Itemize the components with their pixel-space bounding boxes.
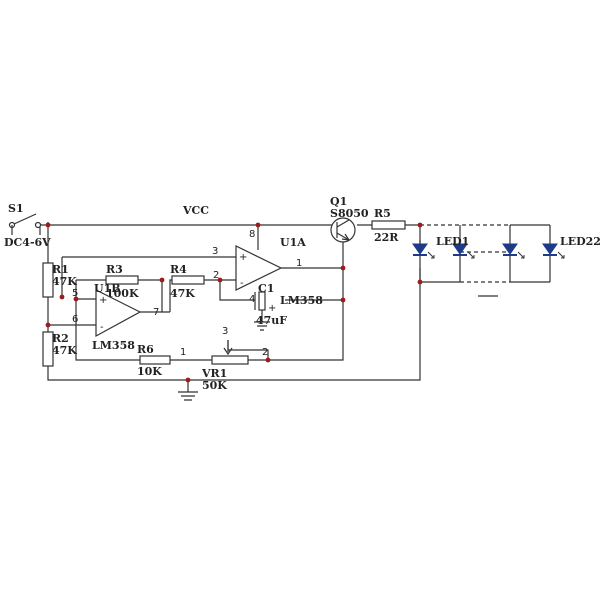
- r2-ref: R2: [52, 332, 69, 345]
- opamp-u1b: + - 5 6 7 U1B LM358: [72, 282, 159, 352]
- resistor-r3: R3 100K: [105, 263, 139, 300]
- u1a-minus-sign: -: [240, 278, 244, 289]
- u1a-pin-out: 1: [296, 258, 302, 269]
- r2-value: 47K: [52, 344, 77, 357]
- resistor-r2: R2 47K: [42, 331, 77, 367]
- u1b-part: LM358: [92, 339, 135, 352]
- s1-label: S1: [8, 202, 24, 215]
- r5-value: 22R: [374, 231, 399, 244]
- opamp-u1a: + - 3 2 1 8 4 U1A LM358: [212, 229, 323, 307]
- vcc-label: VCC: [182, 204, 209, 217]
- transistor-q1: Q1 S8050: [330, 195, 369, 243]
- led1-ref: LED1: [436, 235, 469, 248]
- junction-dots: [45, 222, 423, 383]
- u1b-pin-plus: 5: [72, 288, 78, 299]
- r3-ref: R3: [106, 263, 123, 276]
- u1a-pin-plus: 3: [212, 246, 218, 257]
- r1-value: 47K: [52, 275, 77, 288]
- r4-value: 47K: [170, 287, 195, 300]
- u1a-pin-gnd: 4: [249, 294, 255, 305]
- vr1-pin-right: 2: [262, 347, 268, 358]
- u1a-pin-vcc: 8: [249, 229, 255, 240]
- u1b-ref: U1B: [94, 282, 121, 295]
- switch-s1: S1 DC4-6V: [4, 202, 51, 249]
- r4-ref: R4: [170, 263, 187, 276]
- u1a-part: LM358: [280, 294, 323, 307]
- r5-ref: R5: [374, 207, 391, 220]
- wires: [39, 222, 551, 392]
- u1b-plus-sign: +: [99, 295, 107, 306]
- vr1-value: 50K: [202, 379, 227, 392]
- u1b-pin-minus: 6: [72, 314, 78, 325]
- u1a-plus-sign: +: [239, 252, 247, 263]
- r6-ref: R6: [137, 343, 154, 356]
- r6-value: 10K: [137, 365, 162, 378]
- vr1-pin-top: 3: [222, 326, 228, 337]
- potentiometer-vr1: 3 2 1 VR1 50K: [180, 326, 268, 392]
- u1a-ref: U1A: [280, 236, 306, 249]
- c1-ref: C1: [258, 282, 274, 295]
- q1-ref: Q1: [330, 195, 347, 208]
- resistor-r5: R5 22R: [371, 207, 406, 244]
- u1b-pin-out: 7: [153, 307, 159, 318]
- q1-value: S8050: [330, 207, 369, 220]
- capacitor-c1: + C1 47uF: [254, 282, 287, 331]
- vr1-ref: VR1: [201, 367, 227, 380]
- r3-value: 100K: [106, 287, 139, 300]
- resistor-r4: R4 47K: [170, 263, 205, 300]
- vr1-pin-left: 1: [180, 347, 186, 358]
- u1a-pin-minus: 2: [213, 270, 219, 281]
- c1-plus-sign: +: [268, 303, 276, 314]
- led22-ref: LED22: [560, 235, 600, 248]
- r1-ref: R1: [52, 263, 69, 276]
- ground-symbol: [178, 391, 198, 401]
- supply-label: DC4-6V: [4, 236, 51, 249]
- led-array: LED1 LED22: [412, 235, 600, 259]
- c1-value: 47uF: [256, 314, 287, 327]
- resistor-r1: R1 47K: [42, 262, 77, 298]
- resistor-r6: R6 10K: [137, 343, 171, 378]
- u1b-minus-sign: -: [100, 322, 104, 333]
